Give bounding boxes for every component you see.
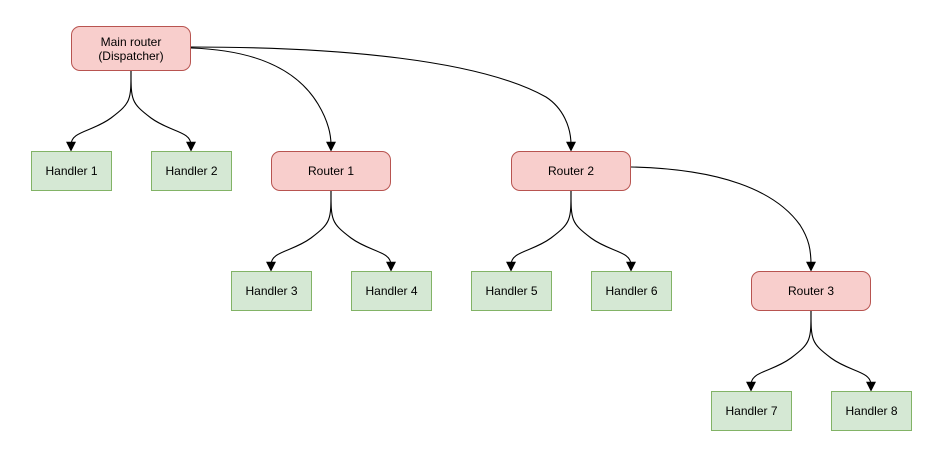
arrowheads-group (66, 141, 876, 392)
node-handler-6[interactable]: Handler 6 (591, 271, 672, 311)
arrow-handler-2-icon (186, 141, 196, 152)
node-handler-1[interactable]: Handler 1 (31, 151, 112, 191)
edge-main-to-handler-2 (130, 70, 192, 146)
arrow-router-3-icon (806, 261, 816, 272)
edge-router2-to-handler-5 (510, 190, 572, 266)
node-handler-2[interactable]: Handler 2 (151, 151, 232, 191)
edge-router2-to-handler-6 (570, 190, 632, 266)
edges-group (70, 46, 872, 386)
edge-router2-to-router-3 (630, 166, 812, 266)
node-router-3[interactable]: Router 3 (751, 271, 871, 311)
node-router-2[interactable]: Router 2 (511, 151, 631, 191)
node-main-router[interactable]: Main router (Dispatcher) (71, 26, 191, 71)
node-handler-4[interactable]: Handler 4 (351, 271, 432, 311)
arrow-handler-6-icon (626, 261, 636, 272)
edge-router1-to-handler-3 (270, 190, 332, 266)
edge-main-to-handler-1 (70, 70, 132, 146)
edge-router3-to-handler-7 (750, 310, 812, 386)
node-handler-3[interactable]: Handler 3 (231, 271, 312, 311)
arrow-router-2-icon (566, 141, 576, 152)
node-router-1[interactable]: Router 1 (271, 151, 391, 191)
node-handler-5[interactable]: Handler 5 (471, 271, 552, 311)
node-handler-7[interactable]: Handler 7 (711, 391, 792, 431)
edge-router1-to-handler-4 (330, 190, 392, 266)
edge-router3-to-handler-8 (810, 310, 872, 386)
arrow-router-1-icon (326, 141, 336, 152)
arrow-handler-4-icon (386, 261, 396, 272)
arrow-handler-7-icon (746, 381, 756, 392)
arrow-handler-1-icon (66, 141, 76, 152)
node-handler-8[interactable]: Handler 8 (831, 391, 912, 431)
edge-main-to-router-2 (190, 46, 572, 146)
arrow-handler-3-icon (266, 261, 276, 272)
edge-main-to-router-1 (190, 47, 332, 146)
arrow-handler-5-icon (506, 261, 516, 272)
arrow-handler-8-icon (866, 381, 876, 392)
